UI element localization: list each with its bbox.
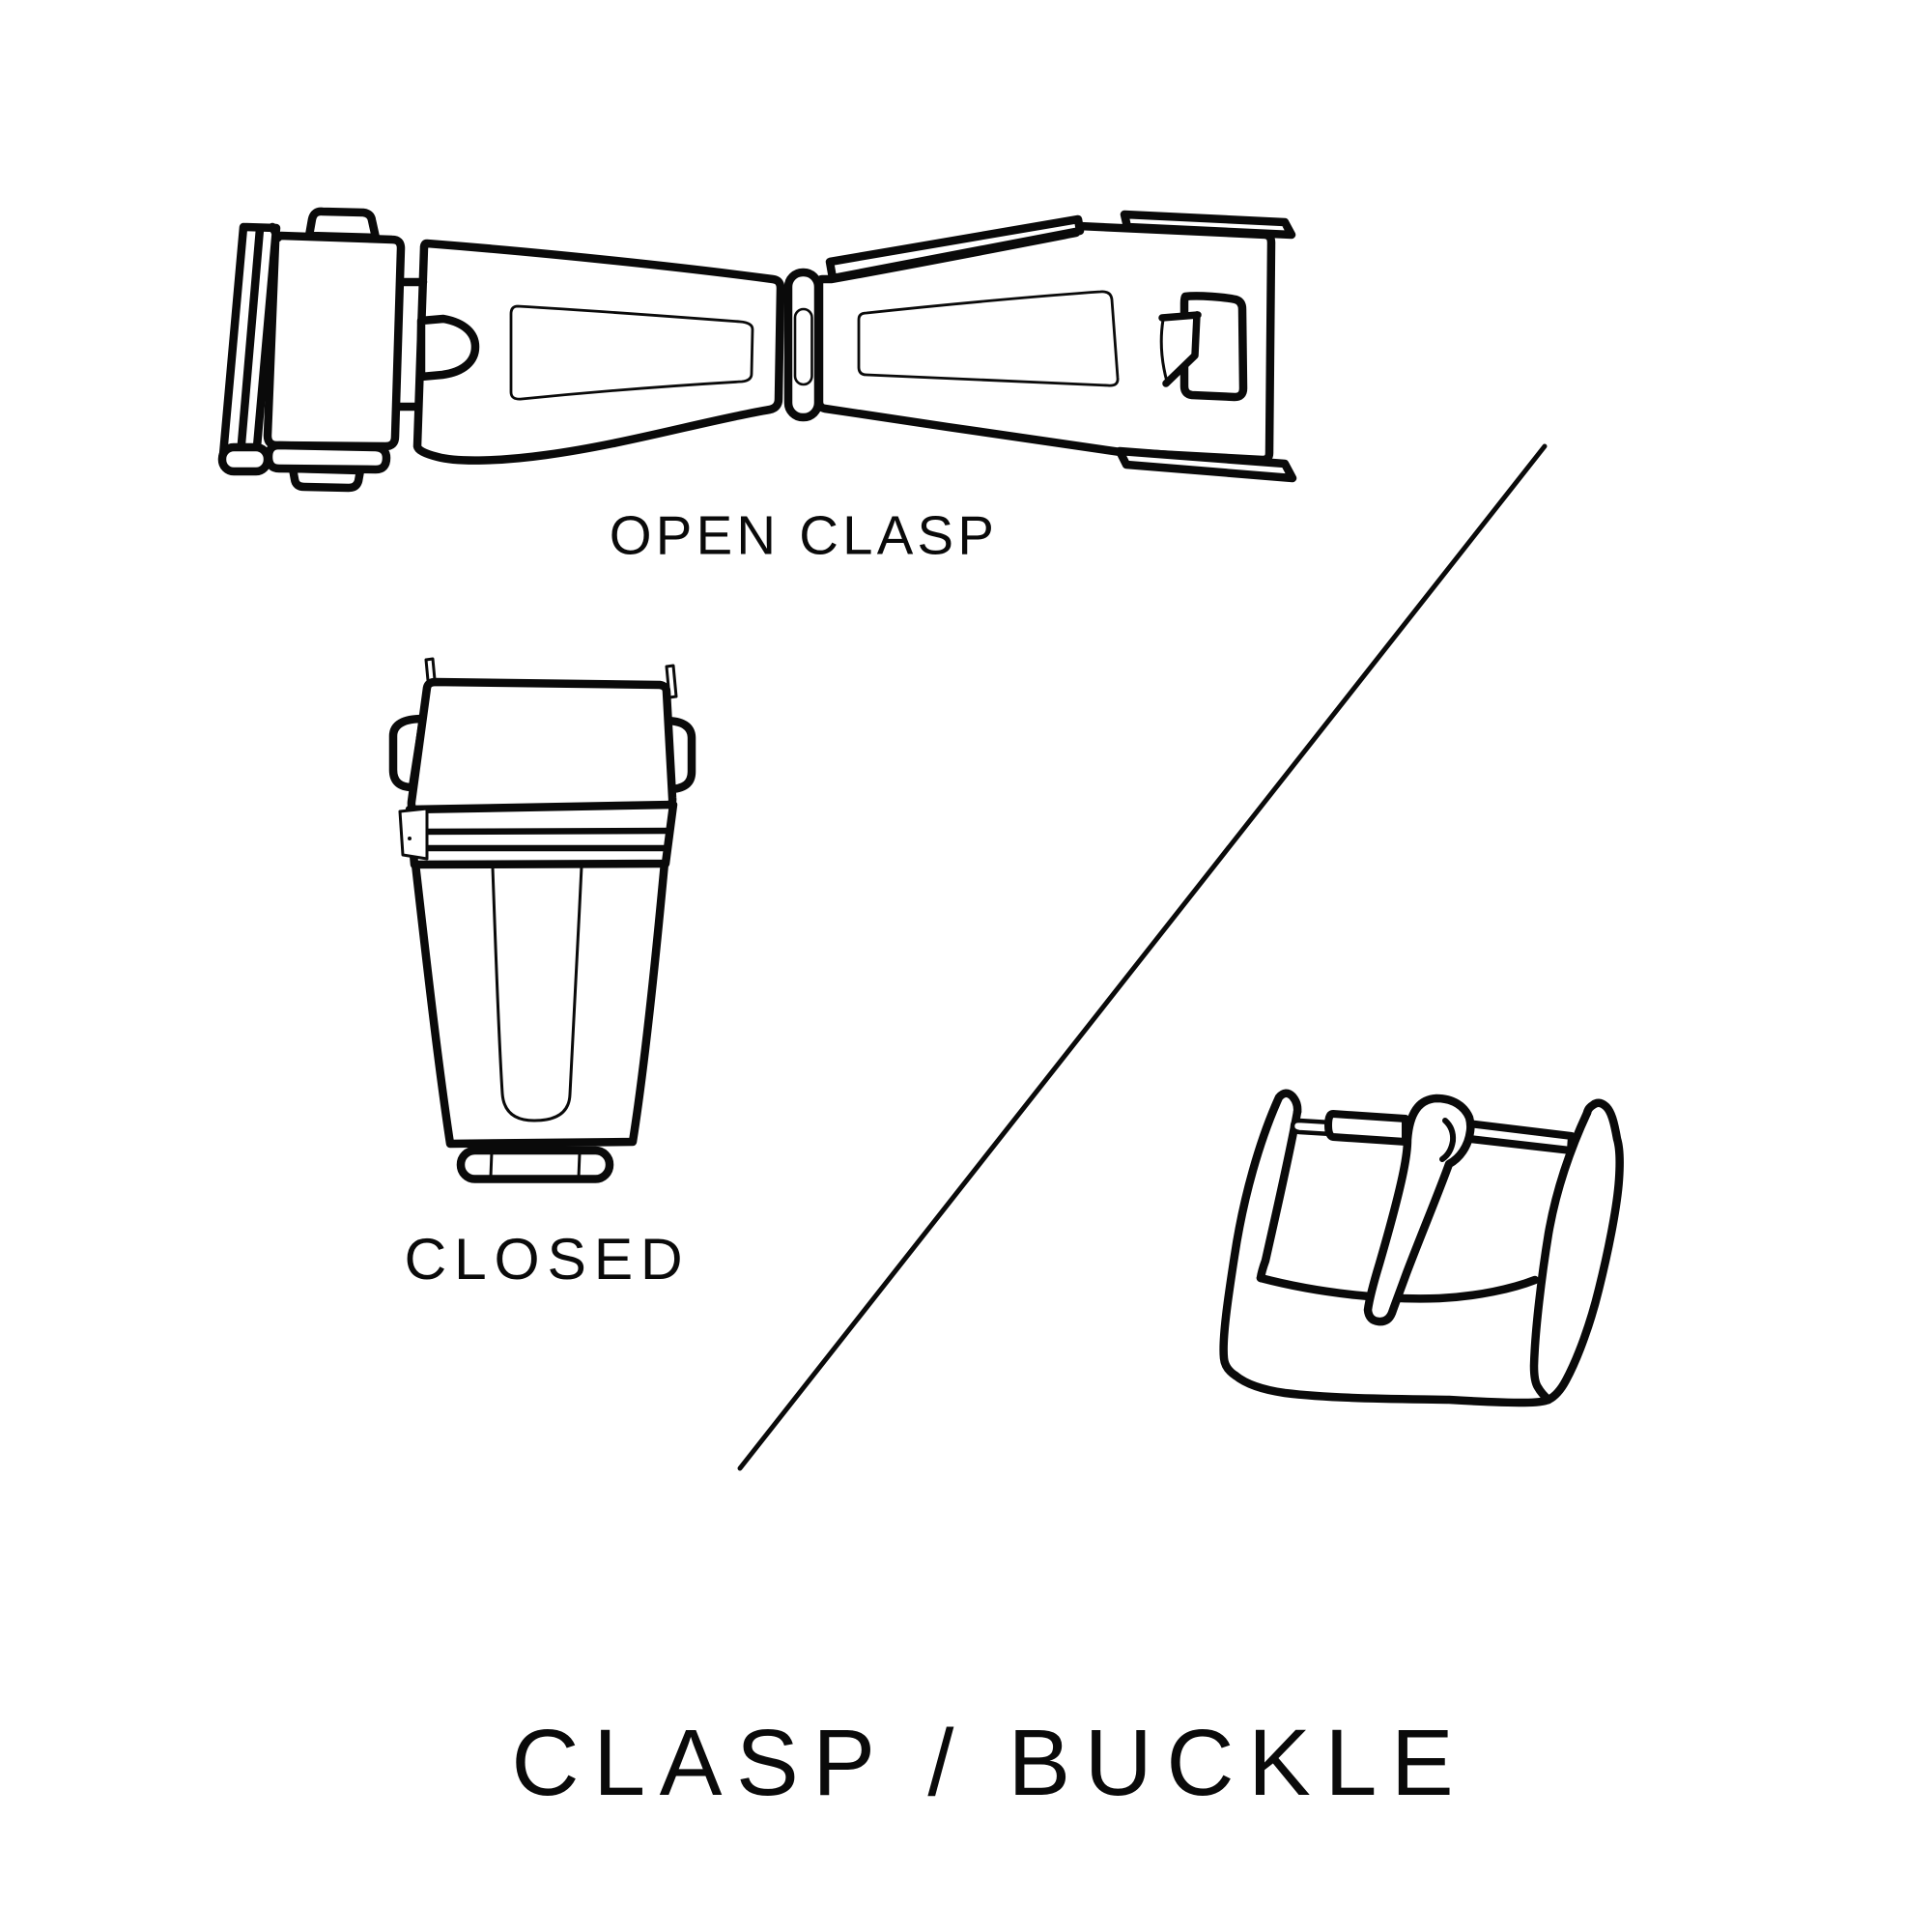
svg-text:OPEN CLASP: OPEN CLASP bbox=[610, 505, 998, 566]
svg-text:CLOSED: CLOSED bbox=[405, 1226, 691, 1292]
svg-text:CLASP / BUCKLE: CLASP / BUCKLE bbox=[511, 1710, 1467, 1815]
